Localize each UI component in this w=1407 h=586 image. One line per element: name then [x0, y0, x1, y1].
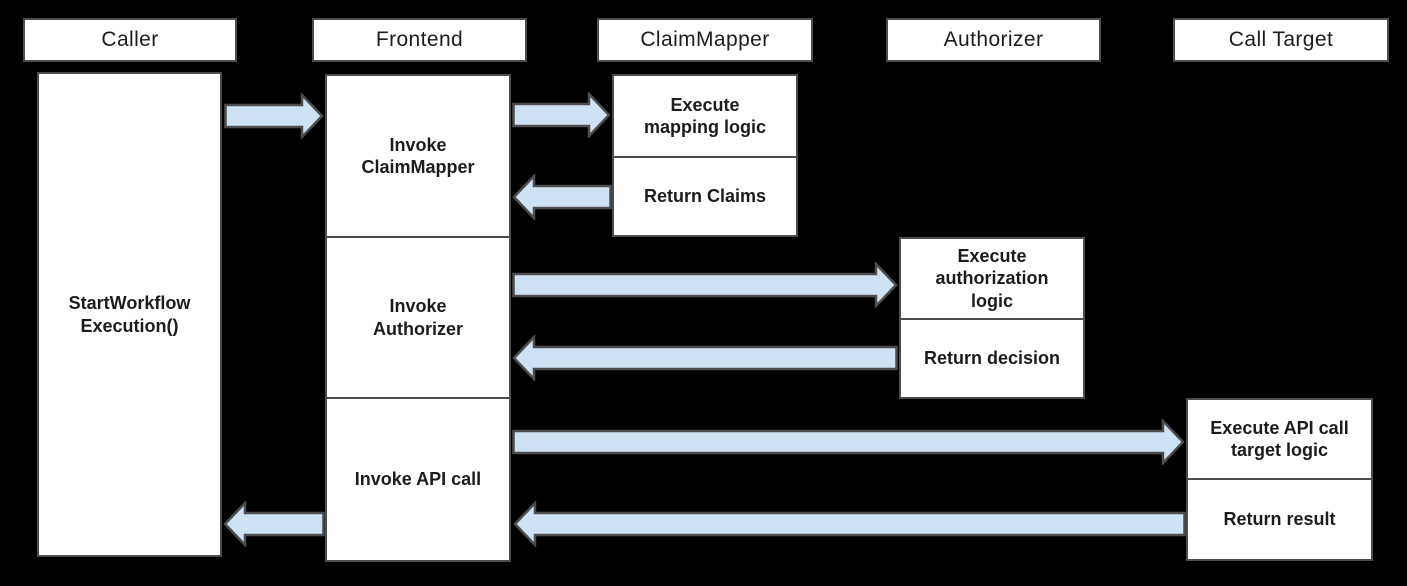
authorizer-execute-authorization-box: Execute authorization logic: [901, 239, 1083, 318]
lane-header-frontend: Frontend: [312, 18, 527, 62]
call-target-execute-api-label: Execute API call target logic: [1210, 417, 1349, 461]
lane-header-authorizer: Authorizer: [886, 18, 1101, 62]
arrow-frontend-to-call-target: [512, 419, 1185, 465]
claimmapper-return-claims-label: Return Claims: [643, 186, 767, 207]
authorizer-return-decision-box: Return decision: [901, 318, 1083, 397]
arrow-caller-to-frontend: [224, 93, 324, 139]
frontend-invoke-api-call-box: Invoke API call: [327, 397, 509, 560]
frontend-activity-stack: Invoke ClaimMapper Invoke Authorizer Inv…: [325, 74, 511, 562]
arrow-frontend-to-caller: [223, 501, 325, 547]
claimmapper-return-claims-box: Return Claims: [614, 156, 796, 235]
claimmapper-activity-stack: Execute mapping logic Return Claims: [612, 74, 798, 237]
frontend-invoke-authorizer-box: Invoke Authorizer: [327, 236, 509, 397]
arrow-call-target-to-frontend: [513, 501, 1186, 547]
call-target-execute-api-box: Execute API call target logic: [1188, 400, 1371, 478]
frontend-invoke-authorizer-label: Invoke Authorizer: [373, 296, 463, 339]
arrow-claimmapper-to-frontend: [512, 174, 612, 220]
authorizer-execute-authorization-label: Execute authorization logic: [935, 245, 1049, 311]
frontend-invoke-api-call-label: Invoke API call: [354, 469, 482, 490]
startworkflow-execution-box: StartWorkflow Execution(): [39, 74, 220, 555]
authorizer-activity-stack: Execute authorization logic Return decis…: [899, 237, 1085, 399]
arrow-authorizer-to-frontend: [512, 335, 898, 381]
caller-activity-stack: StartWorkflow Execution(): [37, 72, 222, 557]
arrow-frontend-to-claimmapper: [512, 92, 611, 138]
authorizer-return-decision-label: Return decision: [923, 348, 1061, 369]
call-target-activity-stack: Execute API call target logic Return res…: [1186, 398, 1373, 561]
frontend-invoke-claimmapper-label: Invoke ClaimMapper: [361, 134, 475, 178]
call-target-return-result-label: Return result: [1223, 509, 1336, 530]
lane-header-caller: Caller: [23, 18, 237, 62]
call-target-return-result-box: Return result: [1188, 478, 1371, 559]
lane-header-call-target: Call Target: [1173, 18, 1389, 62]
arrow-frontend-to-authorizer: [512, 262, 898, 308]
lane-header-claimmapper: ClaimMapper: [597, 18, 813, 62]
claimmapper-execute-mapping-box: Execute mapping logic: [614, 76, 796, 156]
frontend-invoke-claimmapper-box: Invoke ClaimMapper: [327, 76, 509, 236]
startworkflow-execution-label: StartWorkflow Execution(): [68, 293, 191, 336]
claimmapper-execute-mapping-label: Execute mapping logic: [643, 94, 766, 138]
